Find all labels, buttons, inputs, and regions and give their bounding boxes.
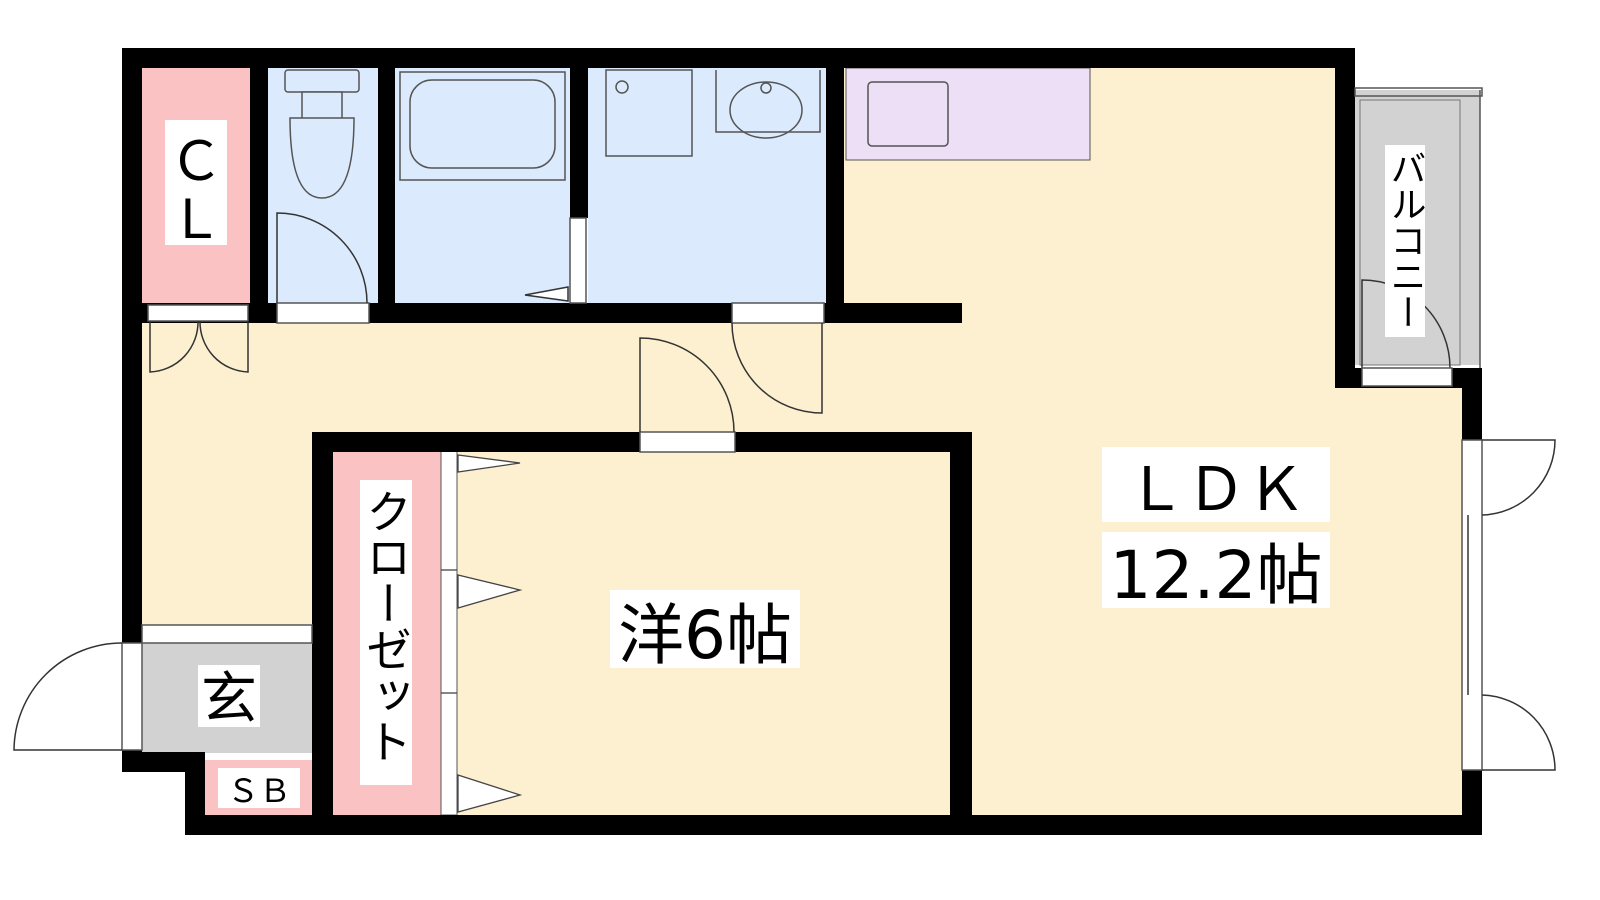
balcony-door-gap xyxy=(1361,367,1453,387)
hallway-floor-left xyxy=(140,430,320,625)
wall-western-left xyxy=(312,432,333,835)
bath-door-fold xyxy=(524,286,569,302)
ldk-window-frame xyxy=(1461,439,1483,771)
wall-top xyxy=(122,48,1355,68)
washroom-door-gap xyxy=(731,302,825,324)
closet-doors-strip xyxy=(440,449,458,816)
wall-bath-right xyxy=(570,68,588,218)
washer-icon xyxy=(605,69,693,157)
cl-door-swing-right xyxy=(199,320,249,373)
balcony-label: バルコニー xyxy=(1385,150,1426,330)
bath-door-frame xyxy=(569,217,587,304)
doors xyxy=(13,87,1556,771)
wall-cl-right xyxy=(250,68,268,323)
western-room-label: 洋6帖 xyxy=(618,597,792,674)
wall-washroom-right xyxy=(826,68,844,303)
sink-icon xyxy=(867,81,949,147)
cl-door-swing-left xyxy=(149,320,199,373)
wall-left xyxy=(122,48,142,643)
closet-folding-doors xyxy=(441,454,523,813)
ldk-size-label: 12.2帖 xyxy=(1110,537,1323,614)
bathtub-icon xyxy=(399,71,566,181)
western-door-gap xyxy=(639,431,736,453)
wall-wet-bottom xyxy=(140,303,962,323)
cl-door-gap xyxy=(147,304,249,322)
fixtures xyxy=(284,69,949,199)
shoebox-label: ＳＢ xyxy=(227,772,291,810)
wall-right-bottom xyxy=(1462,770,1482,835)
wall-right xyxy=(1462,368,1482,440)
ldk-label: ＬＤＫ xyxy=(1126,455,1306,525)
cl-label-c: Ｃ xyxy=(169,130,223,193)
label-backgrounds xyxy=(165,120,1425,808)
toilet-icon xyxy=(284,69,360,199)
hallway-floor xyxy=(140,315,970,440)
toilet-door-gap xyxy=(276,302,370,324)
entrance-door-swing xyxy=(13,642,123,751)
washroom-door-swing xyxy=(731,322,823,414)
wall-sb-left xyxy=(185,752,205,834)
wall-right-upper xyxy=(1335,48,1355,388)
kitchen-counter xyxy=(845,67,1091,161)
entrance-label: 玄 xyxy=(201,667,257,732)
wall-entrance-bottom xyxy=(122,752,202,772)
entrance-step xyxy=(141,624,313,644)
wall-toilet-right xyxy=(378,68,395,323)
balcony-rail xyxy=(1354,87,1483,97)
wall-bottom xyxy=(185,815,1482,835)
toilet-door-swing xyxy=(276,212,368,304)
closet-label: クローゼット xyxy=(359,488,413,764)
entrance-door-gap xyxy=(121,642,143,751)
western-door-swing xyxy=(639,337,735,433)
room-labels: Ｃ Ｌ クローゼット 洋6帖 ＬＤＫ 12.2帖 バルコニー 玄 ＳＢ xyxy=(169,130,1426,810)
washbasin-icon xyxy=(715,70,821,139)
ldk-window-swing-top xyxy=(1481,439,1556,516)
wall-western-right xyxy=(950,432,972,835)
ldk-window-swing-bottom xyxy=(1481,694,1556,771)
cl-label-l: Ｌ xyxy=(169,188,223,251)
